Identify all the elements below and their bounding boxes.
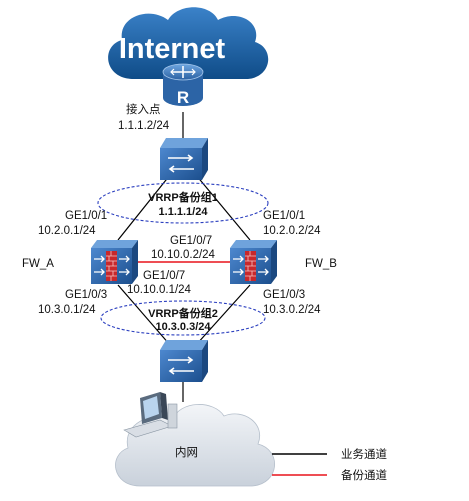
- fw-b-ge107-port: GE1/0/7: [170, 235, 212, 247]
- intranet-cloud: 内网: [115, 404, 275, 487]
- legend-business-label: 业务通道: [341, 447, 387, 461]
- fw-a-ge101-ip: 10.2.0.1/24: [38, 225, 96, 237]
- access-point-ip: 1.1.1.2/24: [118, 120, 170, 132]
- vrrp-group-1-ellipse: [97, 182, 269, 224]
- pc-icon: [123, 392, 178, 438]
- intranet-label: 内网: [175, 445, 198, 459]
- internet-title: Internet: [119, 33, 226, 65]
- fw-b-ge103-port: GE1/0/3: [263, 289, 305, 301]
- internet-cloud: Internet: [108, 7, 269, 80]
- fw-b-name: FW_B: [305, 258, 337, 270]
- router-icon: R: [162, 63, 204, 107]
- vrrp-group-2-ip: 10.3.0.3/24: [155, 321, 211, 333]
- vrrp-group-2-ellipse: [100, 300, 266, 336]
- fw-a-name: FW_A: [22, 258, 54, 270]
- top-switch-icon: [160, 138, 208, 180]
- fw-a-ge103-port: GE1/0/3: [65, 289, 107, 301]
- bottom-switch-icon: [160, 340, 208, 382]
- fw-a-ge107-port: GE1/0/7: [143, 270, 185, 282]
- vrrp-group-1-ip: 1.1.1.1/24: [159, 206, 209, 218]
- legend: 业务通道 备份通道: [272, 447, 387, 482]
- business-links: [117, 112, 251, 402]
- fw-a-ge107-ip: 10.10.0.1/24: [127, 284, 192, 296]
- fw-b-ge101-port: GE1/0/1: [263, 210, 305, 222]
- vrrp-group-2-label: VRRP备份组2: [148, 306, 218, 320]
- fw-a-ge103-ip: 10.3.0.1/24: [38, 304, 96, 316]
- fw-b-ge107-ip: 10.10.0.2/24: [151, 249, 216, 261]
- link-fw-a-switch2: [117, 284, 171, 346]
- fw-b-ge103-ip: 10.3.0.2/24: [263, 304, 321, 316]
- access-point-label: 接入点: [126, 103, 161, 116]
- fw-a-ge101-port: GE1/0/1: [65, 210, 107, 222]
- firewall-b-icon: [230, 240, 277, 284]
- vrrp-group-1-label: VRRP备份组1: [148, 190, 218, 204]
- fw-b-ge101-ip: 10.2.0.2/24: [263, 225, 321, 237]
- link-switch-fw-a: [117, 174, 171, 241]
- link-fw-b-switch2: [195, 284, 251, 346]
- firewall-a-icon: [91, 240, 138, 284]
- router-letter: R: [177, 88, 189, 107]
- legend-backup-label: 备份通道: [341, 468, 387, 482]
- link-switch-fw-b: [195, 174, 251, 241]
